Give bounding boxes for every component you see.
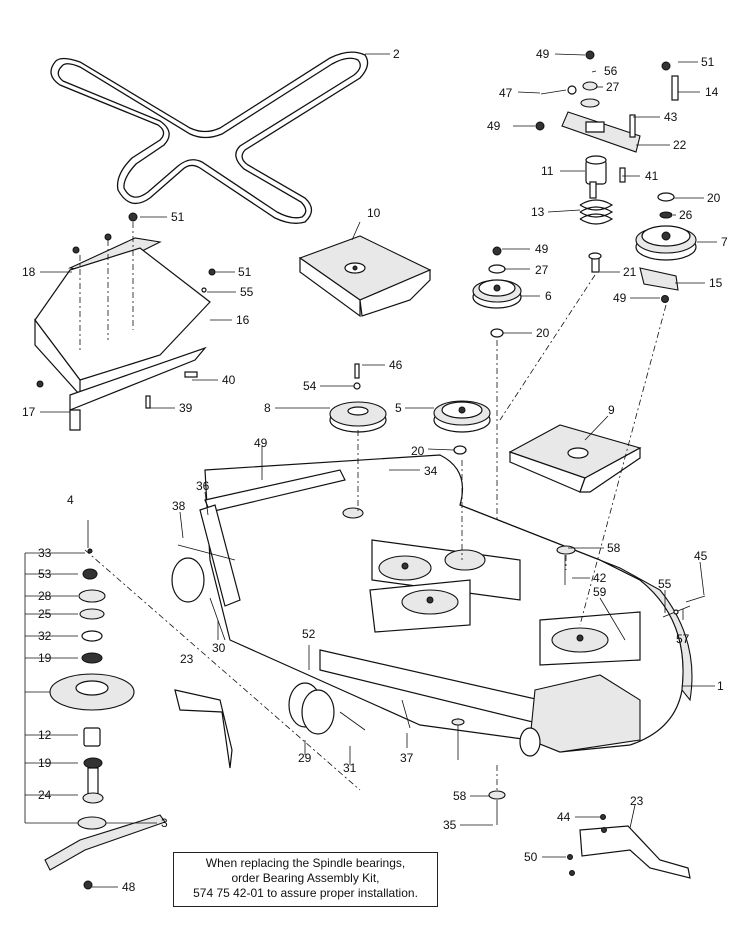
callout-55: 55	[240, 285, 254, 299]
callout-42: 42	[593, 571, 607, 585]
callout-47: 47	[499, 86, 513, 100]
callout-43: 43	[664, 110, 678, 124]
callout-27: 27	[606, 80, 620, 94]
callout-24: 24	[38, 788, 52, 802]
callout-49: 49	[613, 291, 627, 305]
callout-56: 56	[604, 64, 618, 78]
callout-53: 53	[38, 567, 52, 581]
callout-4: 4	[67, 493, 74, 507]
callout-57: 57	[676, 632, 690, 646]
callout-22: 22	[673, 138, 687, 152]
callout-50: 50	[524, 850, 538, 864]
callout-23: 23	[630, 794, 644, 808]
bearing-kit-note: When replacing the Spindle bearings, ord…	[173, 852, 438, 907]
callout-46: 46	[389, 358, 403, 372]
callout-38: 38	[172, 499, 186, 513]
callout-25: 25	[38, 607, 52, 621]
callout-51: 51	[701, 55, 715, 69]
callout-2: 2	[393, 47, 400, 61]
callout-14: 14	[705, 85, 719, 99]
callout-31: 31	[343, 761, 357, 775]
callout-15: 15	[709, 276, 723, 290]
callout-35: 35	[443, 818, 457, 832]
belt-cover-10	[298, 235, 432, 318]
callout-58: 58	[607, 541, 621, 555]
note-line-3: 574 75 42-01 to assure proper installati…	[193, 886, 418, 900]
callout-40: 40	[222, 373, 236, 387]
left-deck-cover	[34, 212, 216, 431]
idler-arm-assembly	[535, 50, 697, 303]
callout-59: 59	[593, 585, 607, 599]
pulley-6-stack	[472, 246, 522, 338]
callout-30: 30	[212, 641, 226, 655]
note-line-1: When replacing the Spindle bearings,	[205, 856, 406, 870]
callout-6: 6	[545, 289, 552, 303]
callout-13: 13	[531, 205, 545, 219]
callout-20: 20	[707, 191, 721, 205]
callout-27: 27	[535, 263, 549, 277]
callout-17: 17	[22, 405, 36, 419]
leader-lines	[40, 53, 717, 888]
callout-10: 10	[367, 206, 381, 220]
callout-23: 23	[180, 652, 194, 666]
note-line-2: order Bearing Assembly Kit,	[231, 871, 380, 885]
callout-9: 9	[608, 403, 615, 417]
callout-39: 39	[179, 401, 193, 415]
drive-belt	[50, 51, 369, 224]
callout-8: 8	[264, 401, 271, 415]
callout-49: 49	[487, 119, 501, 133]
callout-18: 18	[22, 265, 36, 279]
callout-45: 45	[694, 549, 708, 563]
callout-7: 7	[721, 235, 728, 249]
callout-51: 51	[171, 210, 185, 224]
callout-21: 21	[623, 265, 637, 279]
callout-12: 12	[38, 728, 52, 742]
callout-5: 5	[395, 401, 402, 415]
callout-29: 29	[298, 751, 312, 765]
callout-26: 26	[679, 208, 693, 222]
callout-3: 3	[161, 816, 168, 830]
bracket-23-right	[579, 825, 691, 879]
callout-49: 49	[254, 436, 268, 450]
callout-37: 37	[400, 751, 414, 765]
callout-44: 44	[557, 810, 571, 824]
callout-48: 48	[122, 880, 136, 894]
callout-49: 49	[535, 242, 549, 256]
callout-20: 20	[536, 326, 550, 340]
mower-deck	[171, 454, 706, 825]
callout-11: 11	[541, 164, 554, 178]
callout-49: 49	[536, 47, 550, 61]
callout-52: 52	[302, 627, 316, 641]
callout-32: 32	[38, 629, 52, 643]
belt-cover-9	[508, 424, 642, 493]
spindle-assembly	[24, 520, 166, 890]
callout-55: 55	[658, 577, 672, 591]
callout-1: 1	[717, 679, 724, 693]
callout-58: 58	[453, 789, 467, 803]
callout-36: 36	[196, 479, 210, 493]
callout-51: 51	[238, 265, 252, 279]
callout-28: 28	[38, 589, 52, 603]
bracket-23-left	[174, 689, 233, 769]
callout-54: 54	[303, 379, 317, 393]
callout-19: 19	[38, 756, 52, 770]
center-pulleys	[329, 363, 491, 455]
callout-34: 34	[424, 464, 438, 478]
callout-41: 41	[645, 169, 659, 183]
callout-33: 33	[38, 546, 52, 560]
deck-rear-brace	[199, 469, 346, 607]
callout-19: 19	[38, 651, 52, 665]
callout-20: 20	[411, 444, 425, 458]
callout-16: 16	[236, 313, 250, 327]
